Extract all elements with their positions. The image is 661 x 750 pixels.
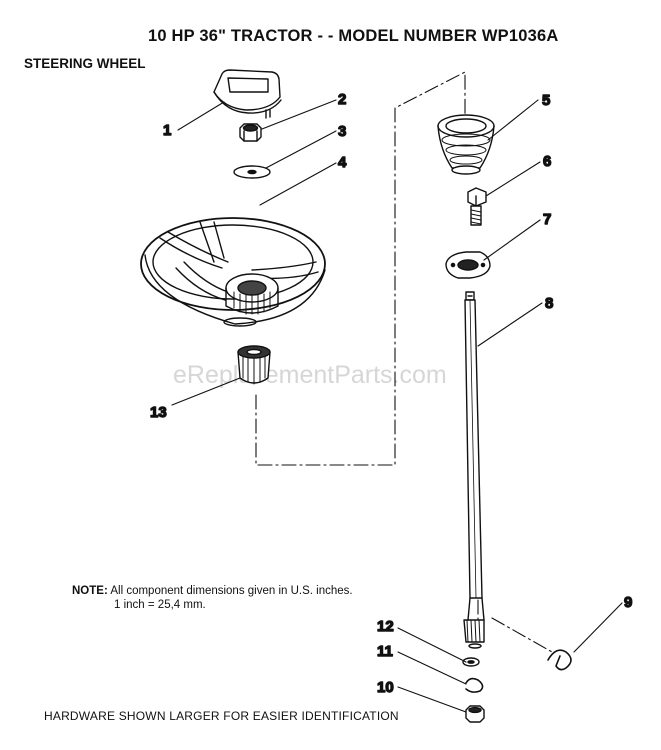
callout-7: 7 <box>543 211 551 228</box>
note-line-2: 1 inch = 25,4 mm. <box>114 599 206 611</box>
assembly-centerline <box>255 71 466 466</box>
part-4-steering-wheel <box>140 217 326 327</box>
section-title: STEERING WHEEL <box>24 56 146 71</box>
note-line-1: All component dimensions given in U.S. i… <box>110 585 353 597</box>
callout-12: 12 <box>377 618 394 635</box>
callout-11: 11 <box>377 643 393 660</box>
part-1-steering-cap <box>213 69 282 119</box>
watermark: eReplacementParts.com <box>173 361 447 389</box>
part-3-washer <box>233 165 271 179</box>
part-8-steering-shaft <box>463 291 485 649</box>
callout-9: 9 <box>624 594 632 611</box>
callout-6: 6 <box>543 153 551 170</box>
part-5-bushing <box>437 114 495 175</box>
part-6-bolt <box>467 187 487 226</box>
leader-lines <box>171 99 623 713</box>
callout-3: 3 <box>338 123 346 140</box>
part-10-nut <box>465 705 485 723</box>
part-11-retaining-ring <box>465 677 484 693</box>
dimension-note: NOTE: All component dimensions given in … <box>72 584 353 612</box>
note-label: NOTE: <box>72 585 108 597</box>
link-centerline <box>491 617 553 653</box>
callout-5: 5 <box>542 92 550 109</box>
callout-8: 8 <box>545 295 553 312</box>
callout-1: 1 <box>163 122 171 139</box>
part-13-adapter <box>237 345 271 385</box>
footer-note: HARDWARE SHOWN LARGER FOR EASIER IDENTIF… <box>44 709 399 723</box>
part-2-nut <box>239 123 262 142</box>
callout-2: 2 <box>338 91 346 108</box>
callout-13: 13 <box>150 404 167 421</box>
callout-10: 10 <box>377 679 394 696</box>
part-9-link <box>547 649 572 671</box>
part-7-bearing-flange <box>445 251 491 279</box>
callout-4: 4 <box>338 154 347 171</box>
page-title: 10 HP 36" TRACTOR - - MODEL NUMBER WP103… <box>148 27 559 45</box>
